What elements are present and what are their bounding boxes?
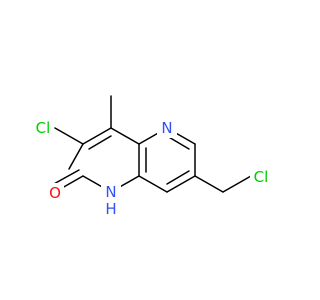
bond-c8-c8a [138, 175, 168, 193]
atom-oxygen: O [49, 184, 61, 202]
bond-c3-cl [54, 127, 84, 145]
atom-labels: Cl O N H N Cl [27, 117, 276, 218]
molecule-structure-canvas: Cl O N H N Cl [27, 95, 276, 218]
bond-c7-c8 [166, 175, 196, 193]
bond-c4-c4a [110, 127, 140, 145]
bond-c7-ch2 [194, 175, 224, 193]
bond-c3-c4 [82, 127, 112, 145]
bond-c7-c8-inner [166, 170, 190, 185]
bond-c2-c3 [68, 143, 84, 170]
atom-nitrogen-ring: N [161, 119, 172, 137]
bonds [51, 95, 252, 193]
bond-ch2-cl [222, 175, 252, 193]
bond-c3-c4-inner [88, 135, 112, 150]
atom-chlorine-left: Cl [36, 119, 51, 137]
bond-c2-o-inner [51, 169, 80, 186]
atom-hydrogen-nh: H [105, 200, 116, 218]
atom-chlorine-right: Cl [254, 168, 269, 186]
atom-nitrogen-nh: N [105, 183, 116, 201]
bond-n5-c6-inner [166, 135, 190, 150]
molecule-svg: Cl O N H N Cl [27, 95, 276, 218]
